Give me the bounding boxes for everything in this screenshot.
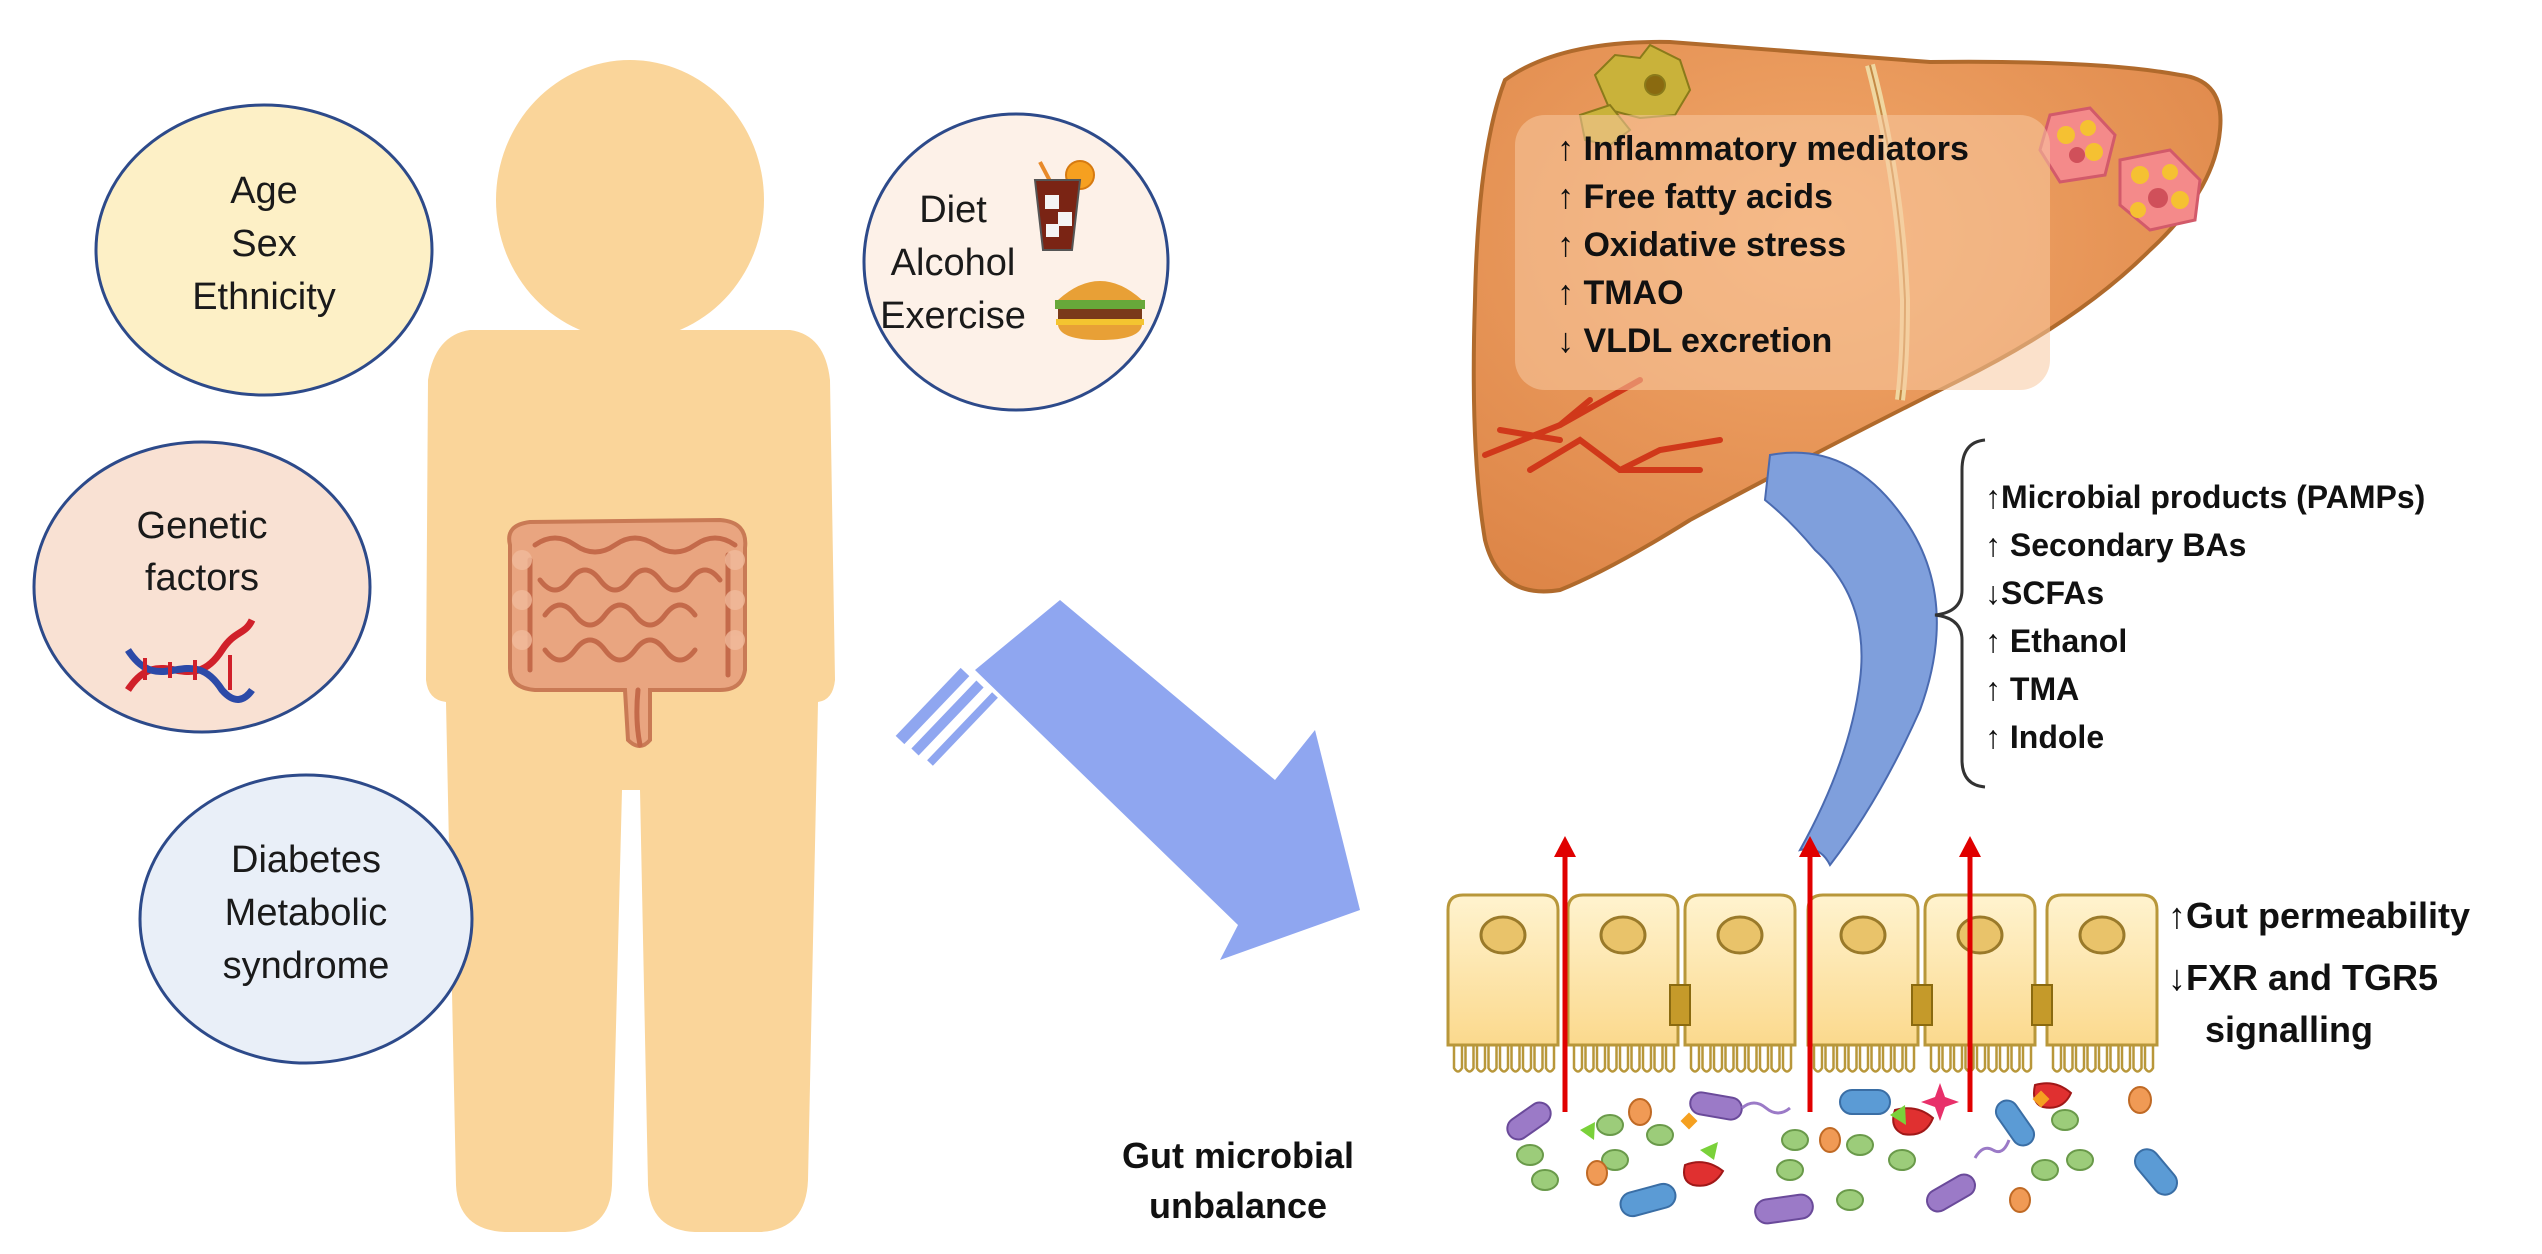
genetic-line-2: factors [145, 557, 259, 599]
fibrosis-cell-icon [1482, 377, 1723, 473]
metabolic-line-2: Metabolic [225, 892, 388, 934]
epithelial-cell [1683, 893, 1797, 1073]
tight-junction [2031, 984, 2053, 1026]
soda-glass-icon [1033, 160, 1095, 251]
microbial-product-item: ↓SCFAs [1985, 575, 2104, 611]
microbial-product-item: ↑Microbial products (PAMPs) [1985, 479, 2425, 515]
microbial-product-item: ↑ TMA [1985, 671, 2079, 707]
microbiota-cluster [1506, 1082, 2178, 1225]
fatty-hepatocyte-icon [2038, 106, 2202, 232]
lifestyle-line-2: Alcohol [891, 242, 1016, 284]
liver-text-panel [1515, 115, 2050, 390]
dna-icon [125, 618, 256, 703]
genetic-line-1: Genetic [137, 505, 268, 547]
demographics-line-1: Age [230, 170, 298, 212]
demographics-line-2: Sex [231, 223, 296, 265]
tight-junction [1669, 984, 1691, 1026]
permeability-arrowhead [1799, 836, 1821, 857]
gut-effect-line: signalling [2205, 1009, 2373, 1050]
portal-vein-connector [1763, 451, 1938, 867]
liver-illustration: ↑ Inflammatory mediators ↑ Free fatty aci… [1471, 39, 2223, 594]
epithelial-cell [2045, 893, 2159, 1073]
metabolic-line-1: Diabetes [231, 839, 381, 881]
lifestyle-line-3: Exercise [880, 295, 1026, 337]
gut-effect-line: ↓FXR and TGR5 [2168, 957, 2438, 998]
liver-effect-item: ↑ TMAO [1557, 274, 1684, 312]
bubble-demographics: Age Sex Ethnicity [94, 103, 434, 397]
epithelial-cell [1446, 893, 1560, 1073]
permeability-arrowhead [1959, 836, 1981, 857]
curly-brace [1934, 438, 1986, 789]
gut-effect-line: ↑Gut permeability [2168, 895, 2470, 936]
intestine-illustration [507, 517, 748, 748]
epithelial-cell [1806, 893, 1920, 1073]
liver-effect-item: ↑ Free fatty acids [1557, 178, 1833, 216]
bubble-metabolic: Diabetes Metabolic syndrome [138, 773, 474, 1065]
demographics-line-3: Ethnicity [192, 276, 336, 318]
lifestyle-line-1: Diet [919, 189, 987, 231]
microbial-product-item: ↑ Indole [1985, 719, 2104, 755]
microbial-product-item: ↑ Ethanol [1985, 623, 2127, 659]
epithelial-cell [1923, 893, 2037, 1073]
liver-effect-item: ↑ Oxidative stress [1557, 226, 1846, 264]
bubble-genetic-factors: Genetic factors [32, 440, 372, 734]
liver-effect-item: ↓ VLDL excretion [1557, 322, 1832, 360]
gut-effects-list: ↑Gut permeability ↓FXR and TGR5 signalling [2168, 895, 2470, 1050]
liver-effects-list: ↑ Inflammatory mediators ↑ Free fatty aci… [1557, 130, 1969, 360]
tight-junction [1911, 984, 1933, 1026]
burger-icon [1055, 281, 1145, 340]
epithelial-cell [1566, 893, 1680, 1073]
bubble-lifestyle: Diet Alcohol Exercise [862, 112, 1170, 412]
gut-epithelium [1446, 836, 2159, 1112]
microbiota-label-line-1: Gut microbial [1122, 1135, 1354, 1176]
microbial-products-list: ↑Microbial products (PAMPs) ↑ Secondary B… [1985, 479, 2425, 755]
liver-effect-item: ↑ Inflammatory mediators [1557, 130, 1969, 168]
permeability-arrowhead [1554, 836, 1576, 857]
microbiota-label-line-2: unbalance [1149, 1185, 1327, 1226]
big-transition-arrow [895, 600, 1360, 960]
microbial-product-item: ↑ Secondary BAs [1985, 527, 2246, 563]
metabolic-line-3: syndrome [223, 945, 390, 987]
